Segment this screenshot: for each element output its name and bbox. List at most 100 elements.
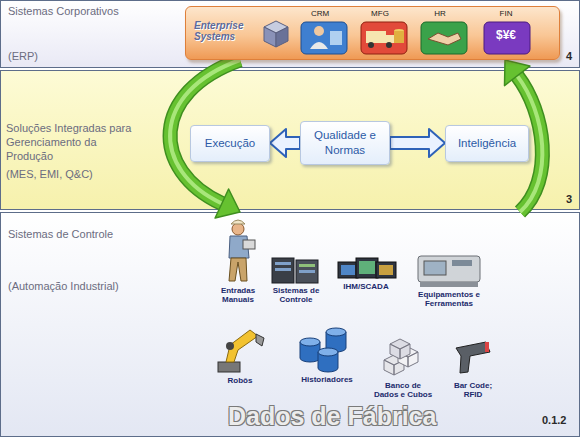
- icon-caption: MFG: [360, 9, 400, 18]
- barcode-scanner-icon: [456, 342, 490, 373]
- icon-part: [359, 261, 375, 274]
- arrow-head: [215, 189, 240, 218]
- icon-part: [318, 348, 338, 356]
- robot-icon: [218, 330, 264, 372]
- icon-part: [276, 27, 288, 47]
- icon-caption: Sistemas de Controle: [266, 287, 326, 305]
- layer-number: 3: [566, 193, 578, 205]
- icon-caption: IHM/SCADA: [328, 283, 404, 292]
- hmi-screen-icon: [338, 258, 396, 278]
- process-box: Inteligência: [445, 125, 529, 162]
- node-heading: Sistemas de Controle: [8, 228, 118, 242]
- icon-part: [394, 31, 404, 43]
- icon-part: [218, 362, 240, 372]
- layer-number: 0.1.2: [542, 414, 576, 426]
- icon-part: [310, 42, 328, 49]
- icon-part: [428, 33, 461, 45]
- icon-part: [341, 265, 355, 275]
- icon-part: [386, 42, 392, 48]
- mes-band: Soluções Integradas para Gerenciamento d…: [0, 70, 580, 210]
- icon-part: [299, 270, 315, 273]
- enterprise-cube-icon: [264, 21, 288, 47]
- double-block-arrow: [270, 129, 300, 157]
- icon-part: [484, 22, 530, 54]
- icon-part: [256, 334, 264, 346]
- icon-caption: Entradas Manuais: [210, 287, 266, 305]
- icon-part: [299, 264, 315, 267]
- icon-caption: CRM: [300, 9, 340, 18]
- icon-part: [418, 256, 480, 282]
- icon-part: [229, 258, 247, 281]
- arrow-body: [270, 129, 300, 157]
- icon-part: [314, 26, 324, 36]
- fin-icon: [484, 22, 530, 54]
- mfg-icon: [361, 22, 407, 54]
- crm-icon: [301, 22, 347, 54]
- icon-part: [424, 261, 446, 275]
- icon-part: [330, 31, 342, 45]
- process-box: Qualidade e Normas: [300, 121, 390, 165]
- arrow-head: [505, 60, 530, 86]
- node-subtext: (Automação Industrial): [8, 280, 158, 294]
- worker-icon: [229, 220, 255, 281]
- node-heading: Execução: [205, 136, 256, 151]
- erp-band: [1, 1, 580, 68]
- icon-part: [301, 22, 347, 54]
- icon-part: [300, 338, 320, 346]
- icon-part: [485, 342, 489, 352]
- node-heading: Soluções Integradas para Gerenciamento d…: [6, 122, 146, 163]
- arrow-body: [390, 129, 445, 157]
- icon-part: [366, 31, 386, 43]
- icon-caption: FIN: [483, 9, 529, 18]
- icon-caption: Banco de Dados e Cubos: [373, 382, 433, 400]
- machine-tool-icon: [418, 256, 480, 287]
- icon-part: [232, 223, 244, 235]
- icon-caption: Bar Code; RFID: [445, 382, 501, 400]
- icon-part: [386, 35, 394, 43]
- icon-part: [379, 265, 393, 275]
- icon-part: [338, 262, 358, 278]
- icon-caption: HR: [420, 9, 460, 18]
- mes-band: [1, 71, 580, 210]
- double-block-arrow: [390, 129, 445, 157]
- icon-part: [456, 342, 490, 373]
- hr-icon: [421, 22, 467, 54]
- layer-number: 4: [566, 50, 578, 62]
- icon-part: [421, 22, 467, 54]
- icon-part: [452, 260, 472, 266]
- icon-part: [390, 339, 410, 359]
- icon-caption: Equipamentos e Ferramentas: [408, 291, 490, 309]
- erp-band: Sistemas Corporativos (ERP) Enterprise Sy…: [0, 0, 580, 68]
- icon-part: [275, 268, 291, 271]
- database-cubes-icon: [384, 339, 418, 375]
- control-band: [1, 213, 580, 437]
- icon-caption: Robôs: [217, 377, 263, 386]
- icon-part: [376, 262, 396, 278]
- icon-part: [368, 42, 374, 48]
- node-heading: Inteligência: [458, 136, 516, 151]
- process-box: Execução: [190, 125, 270, 162]
- icon-part: [296, 260, 318, 283]
- icon-part: [420, 282, 478, 287]
- icon-part: [272, 258, 294, 283]
- watermark: Dados de Fábrica: [228, 402, 528, 431]
- icon-part: [275, 262, 291, 265]
- node-heading: Enterprise Systems: [194, 21, 260, 42]
- node-heading: Qualidade e Normas: [301, 128, 389, 158]
- icon-part: [356, 258, 378, 278]
- icon-part: [226, 330, 258, 362]
- node-heading: Sistemas Corporativos: [8, 5, 148, 19]
- historian-cylinders-icon: [300, 328, 346, 372]
- icon-part: [361, 22, 407, 54]
- icon-part: [243, 240, 255, 249]
- node-subtext: (ERP): [8, 50, 128, 64]
- node-subtext: (MES, EMI, Q&C): [6, 168, 146, 182]
- icon-part: [326, 328, 346, 336]
- icon-caption: Historiadores: [291, 376, 363, 385]
- icon-part: [231, 220, 245, 224]
- icon-part: [264, 27, 276, 47]
